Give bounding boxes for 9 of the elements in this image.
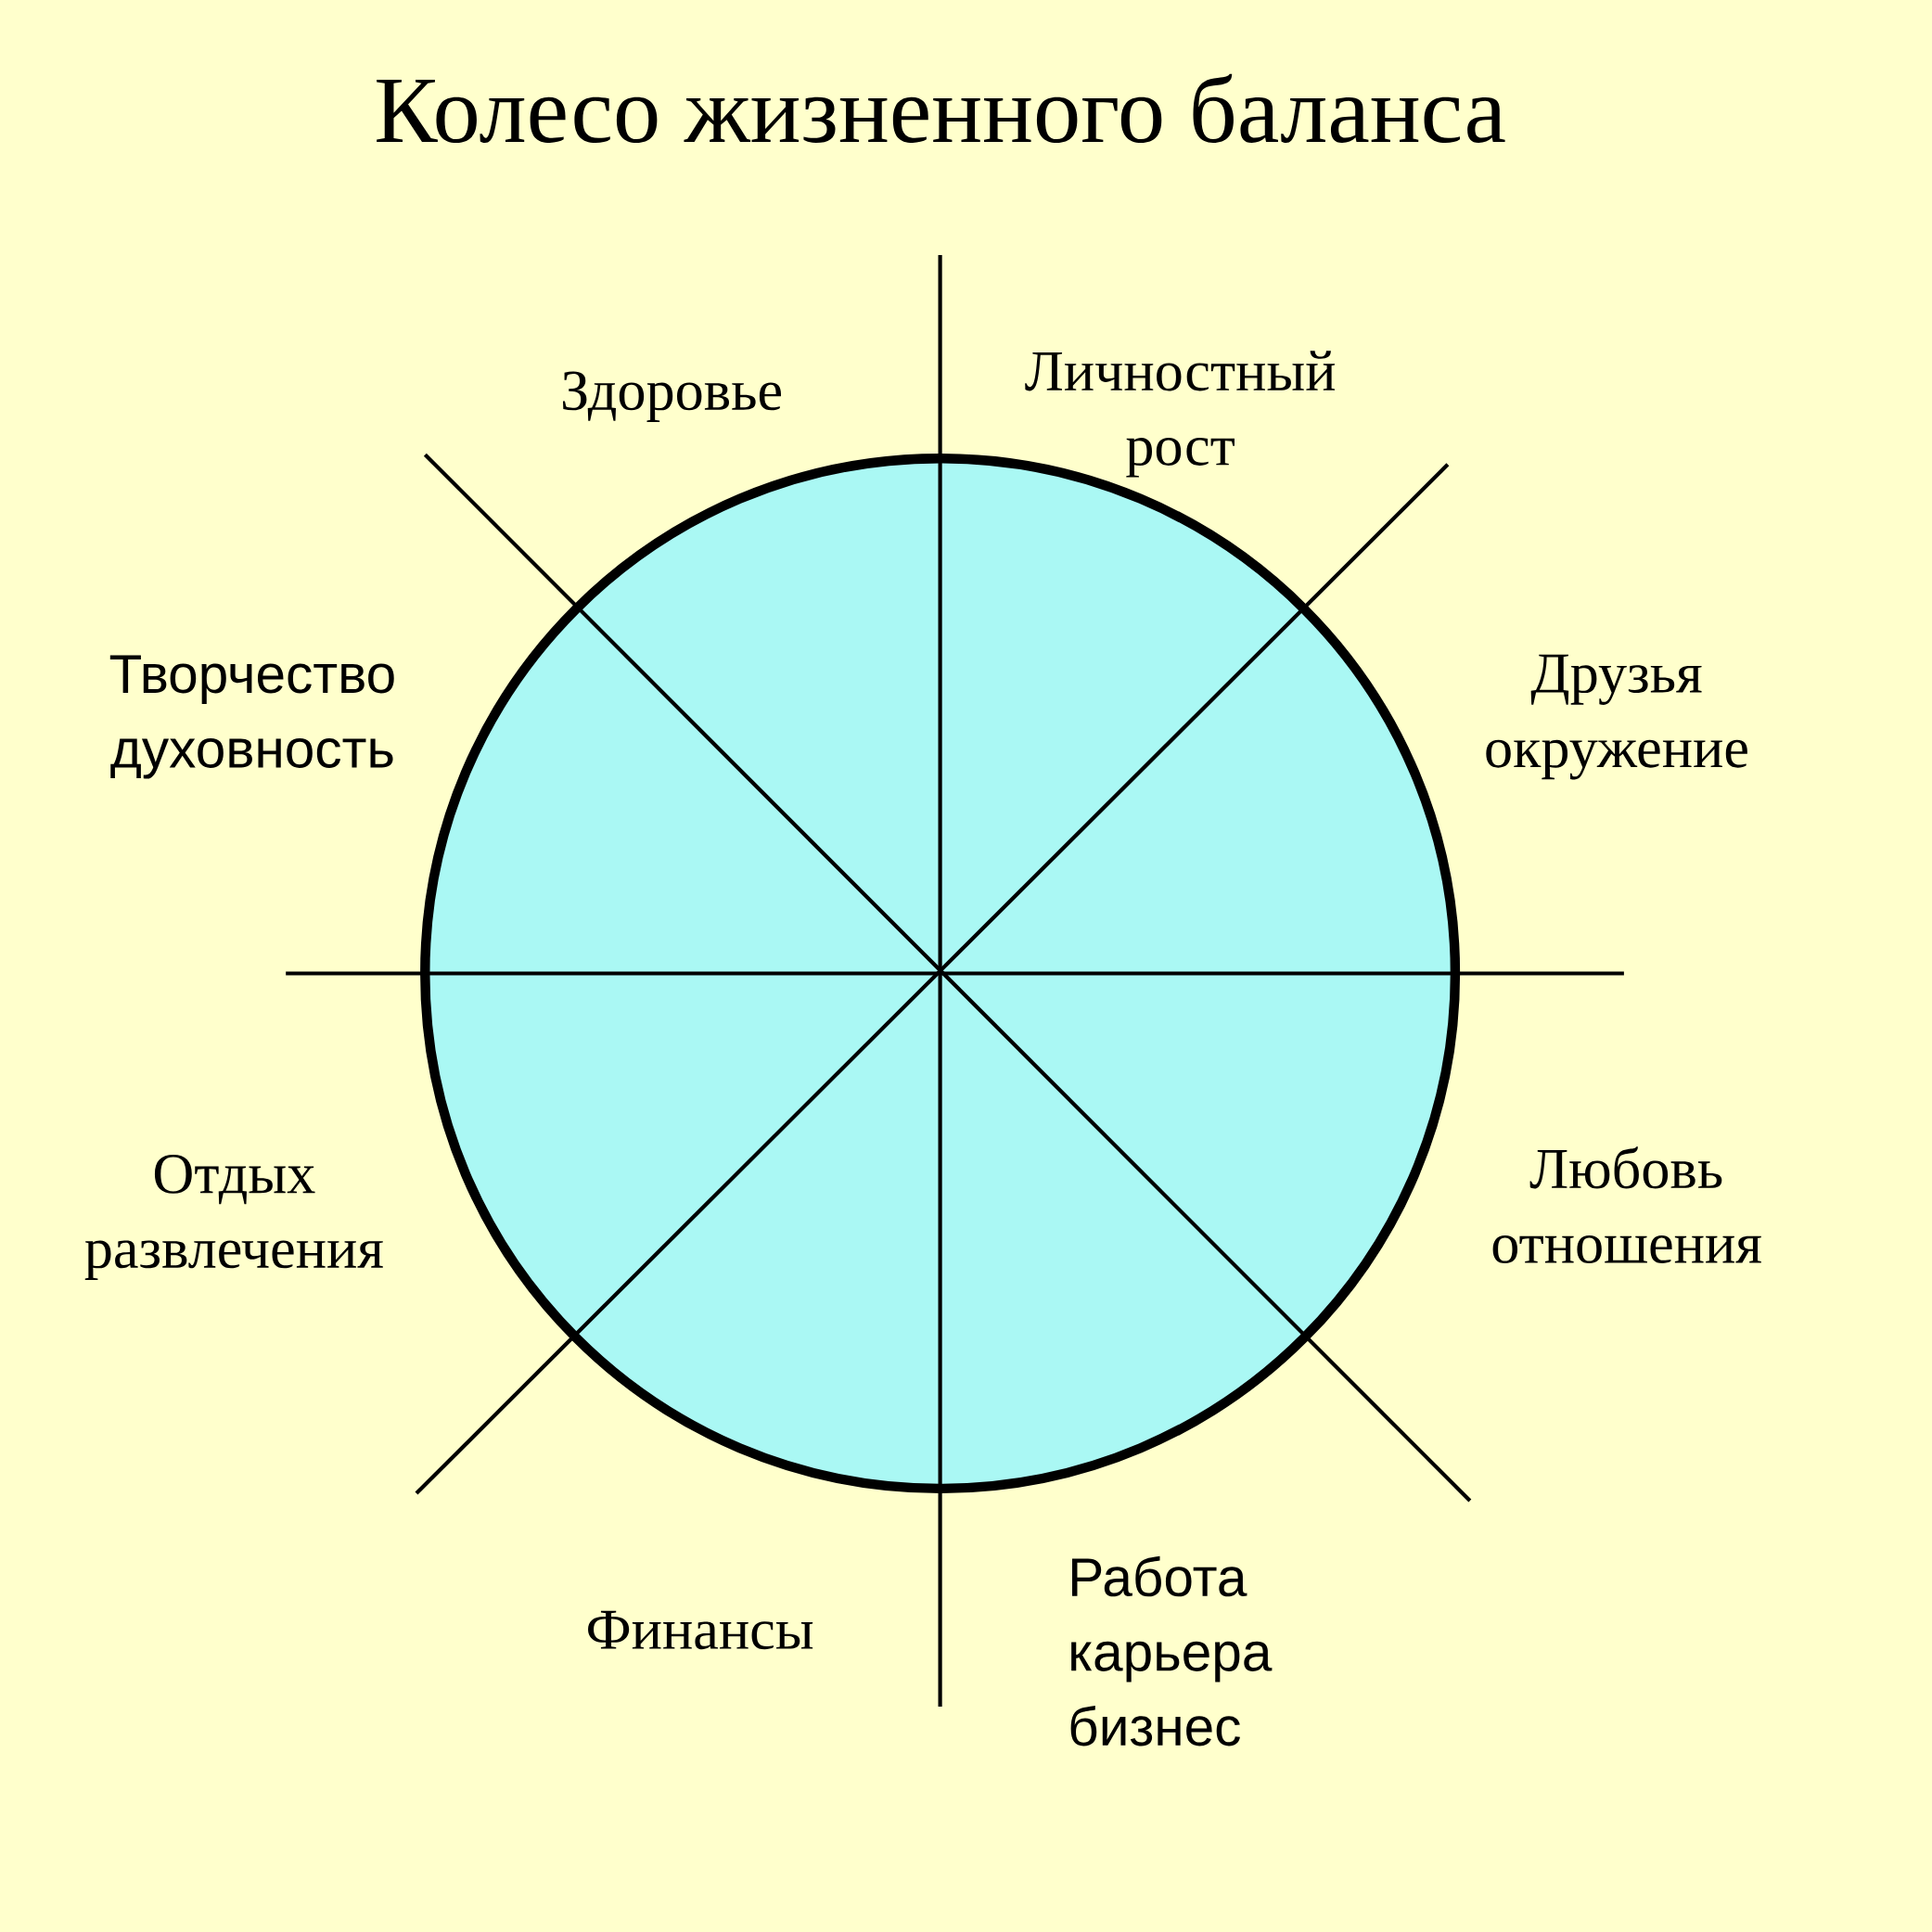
title: Колесо жизненного баланса	[377, 73, 1505, 143]
sector-label: Личностный рост	[1025, 351, 1336, 478]
sector-label: Друзья окружение	[1486, 654, 1747, 780]
sector-label: Отдых развлечения	[84, 1155, 383, 1280]
sector-label: Здоровье	[563, 371, 781, 422]
sector-label: Творчество духовность	[109, 655, 394, 779]
sector-label: Финансы	[588, 1610, 813, 1650]
sector-label: Работа карьера бизнес	[1070, 1555, 1273, 1746]
sector-label: Любовь отношения	[1492, 1146, 1761, 1263]
